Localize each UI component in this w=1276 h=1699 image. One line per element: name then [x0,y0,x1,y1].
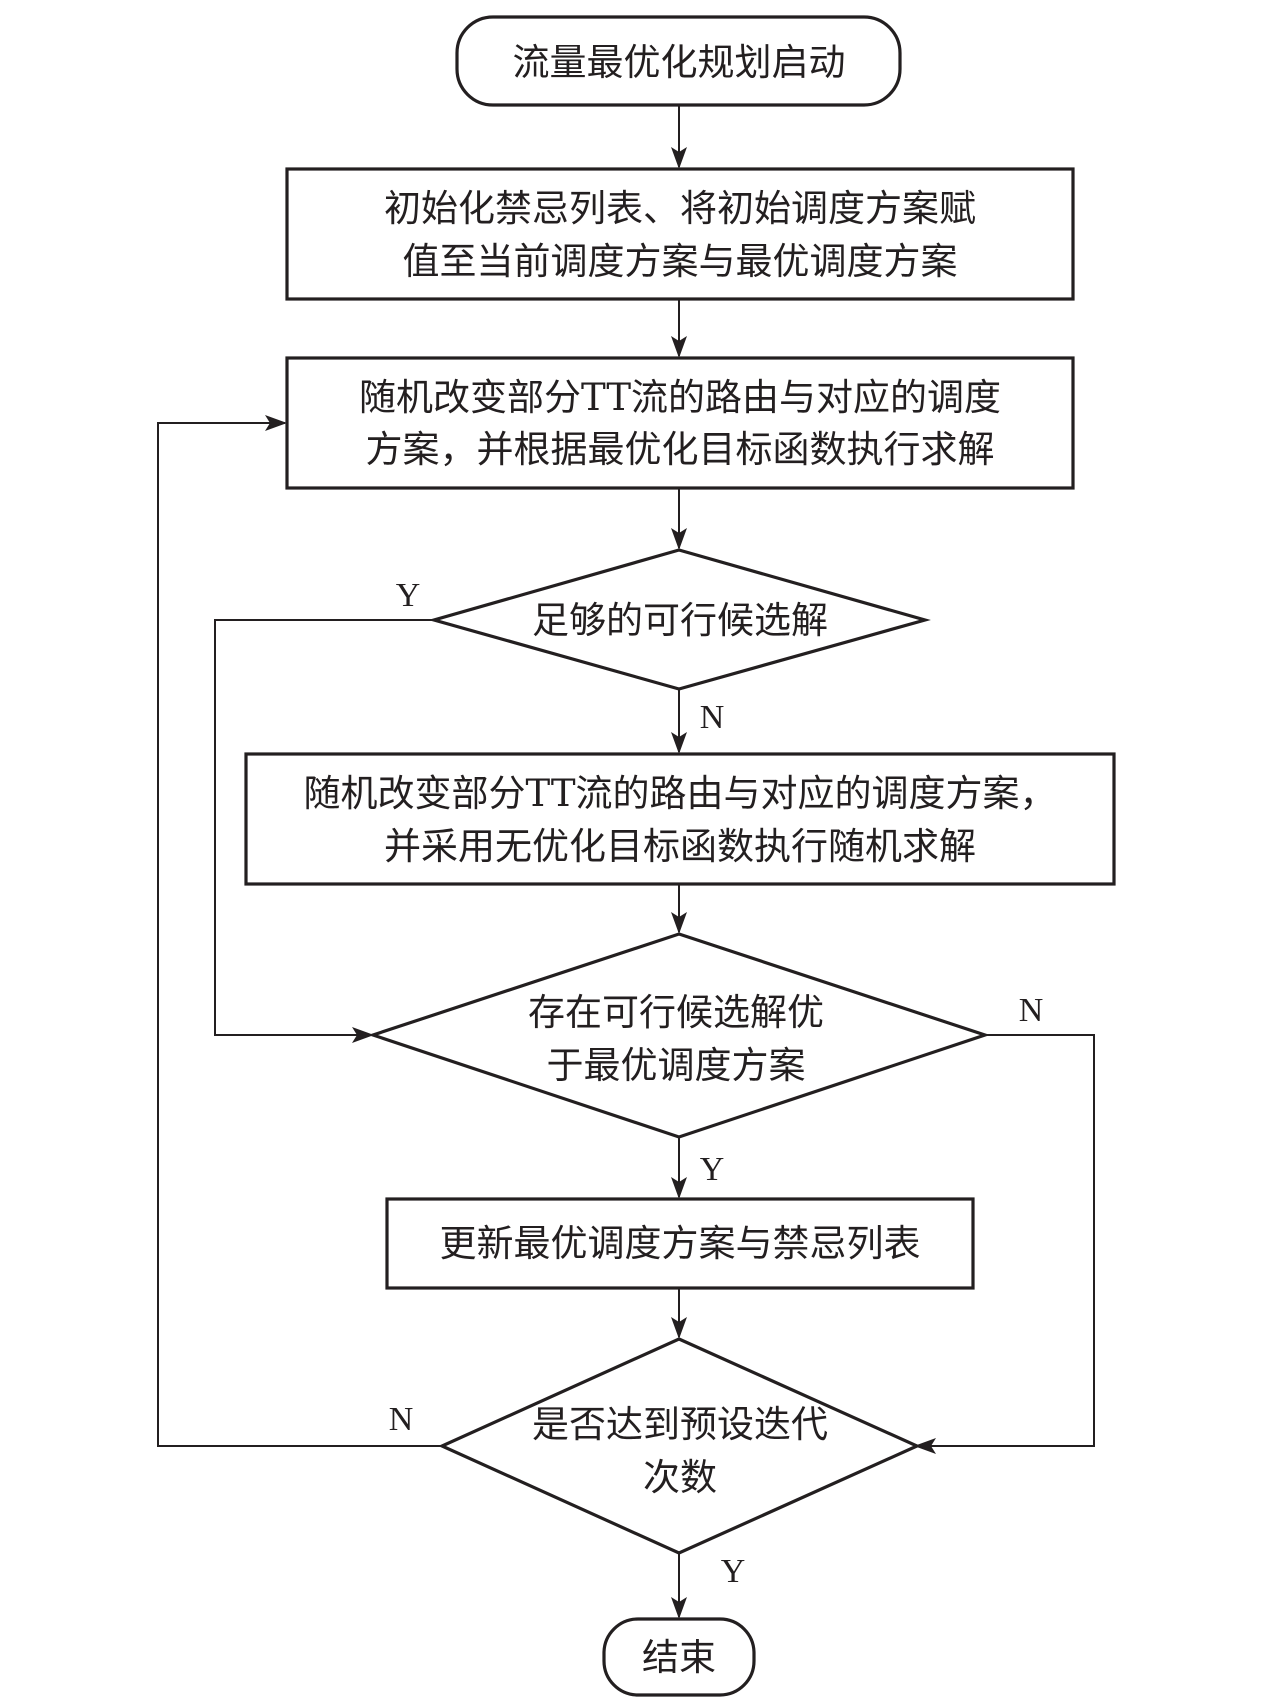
better-no-label: N [1019,992,1044,1029]
iteration-label-line1: 是否达到预设迭代 [532,1403,828,1446]
init-process-label-line2: 值至当前调度方案与最优调度方案 [403,240,958,283]
end-terminal [602,1617,756,1697]
update-process-label: 更新最优调度方案与禁忌列表 [440,1222,921,1265]
start-terminal-label: 流量最优化规划启动 [513,41,846,84]
random-opt-label-line2: 方案，并根据最优化目标函数执行求解 [366,428,995,471]
iter-no-label: N [389,1401,414,1438]
random-free-label-line1: 随机改变部分TT流的路由与对应的调度方案， [303,772,1056,815]
init-process-label-line1: 初始化禁忌列表、将初始调度方案赋 [384,187,976,230]
better-solution-label-line2: 于最优调度方案 [547,1044,806,1087]
enough-candidates-label: 足够的可行候选解 [532,599,828,642]
better-yes-label: Y [700,1151,725,1188]
enough-yes-label: Y [396,577,421,614]
better-solution-decision [367,932,991,1139]
arrow-enough-yes-to-better-check [214,619,434,1043]
enough-no-label: N [700,699,725,736]
arrow-better-no-to-iter-check [914,1034,1095,1454]
random-opt-label-line1: 随机改变部分TT流的路由与对应的调度 [359,376,1001,419]
iteration-label-line2: 次数 [643,1456,717,1499]
iteration-decision [438,1337,921,1555]
arrow-iter-no-to-random-opt [157,415,442,1447]
better-solution-label-line1: 存在可行候选解优 [528,991,824,1034]
init-process-box [285,167,1075,301]
random-free-label-line2: 并采用无优化目标函数执行随机求解 [384,825,976,868]
end-terminal-label: 结束 [642,1636,716,1679]
iter-yes-label: Y [721,1553,746,1590]
